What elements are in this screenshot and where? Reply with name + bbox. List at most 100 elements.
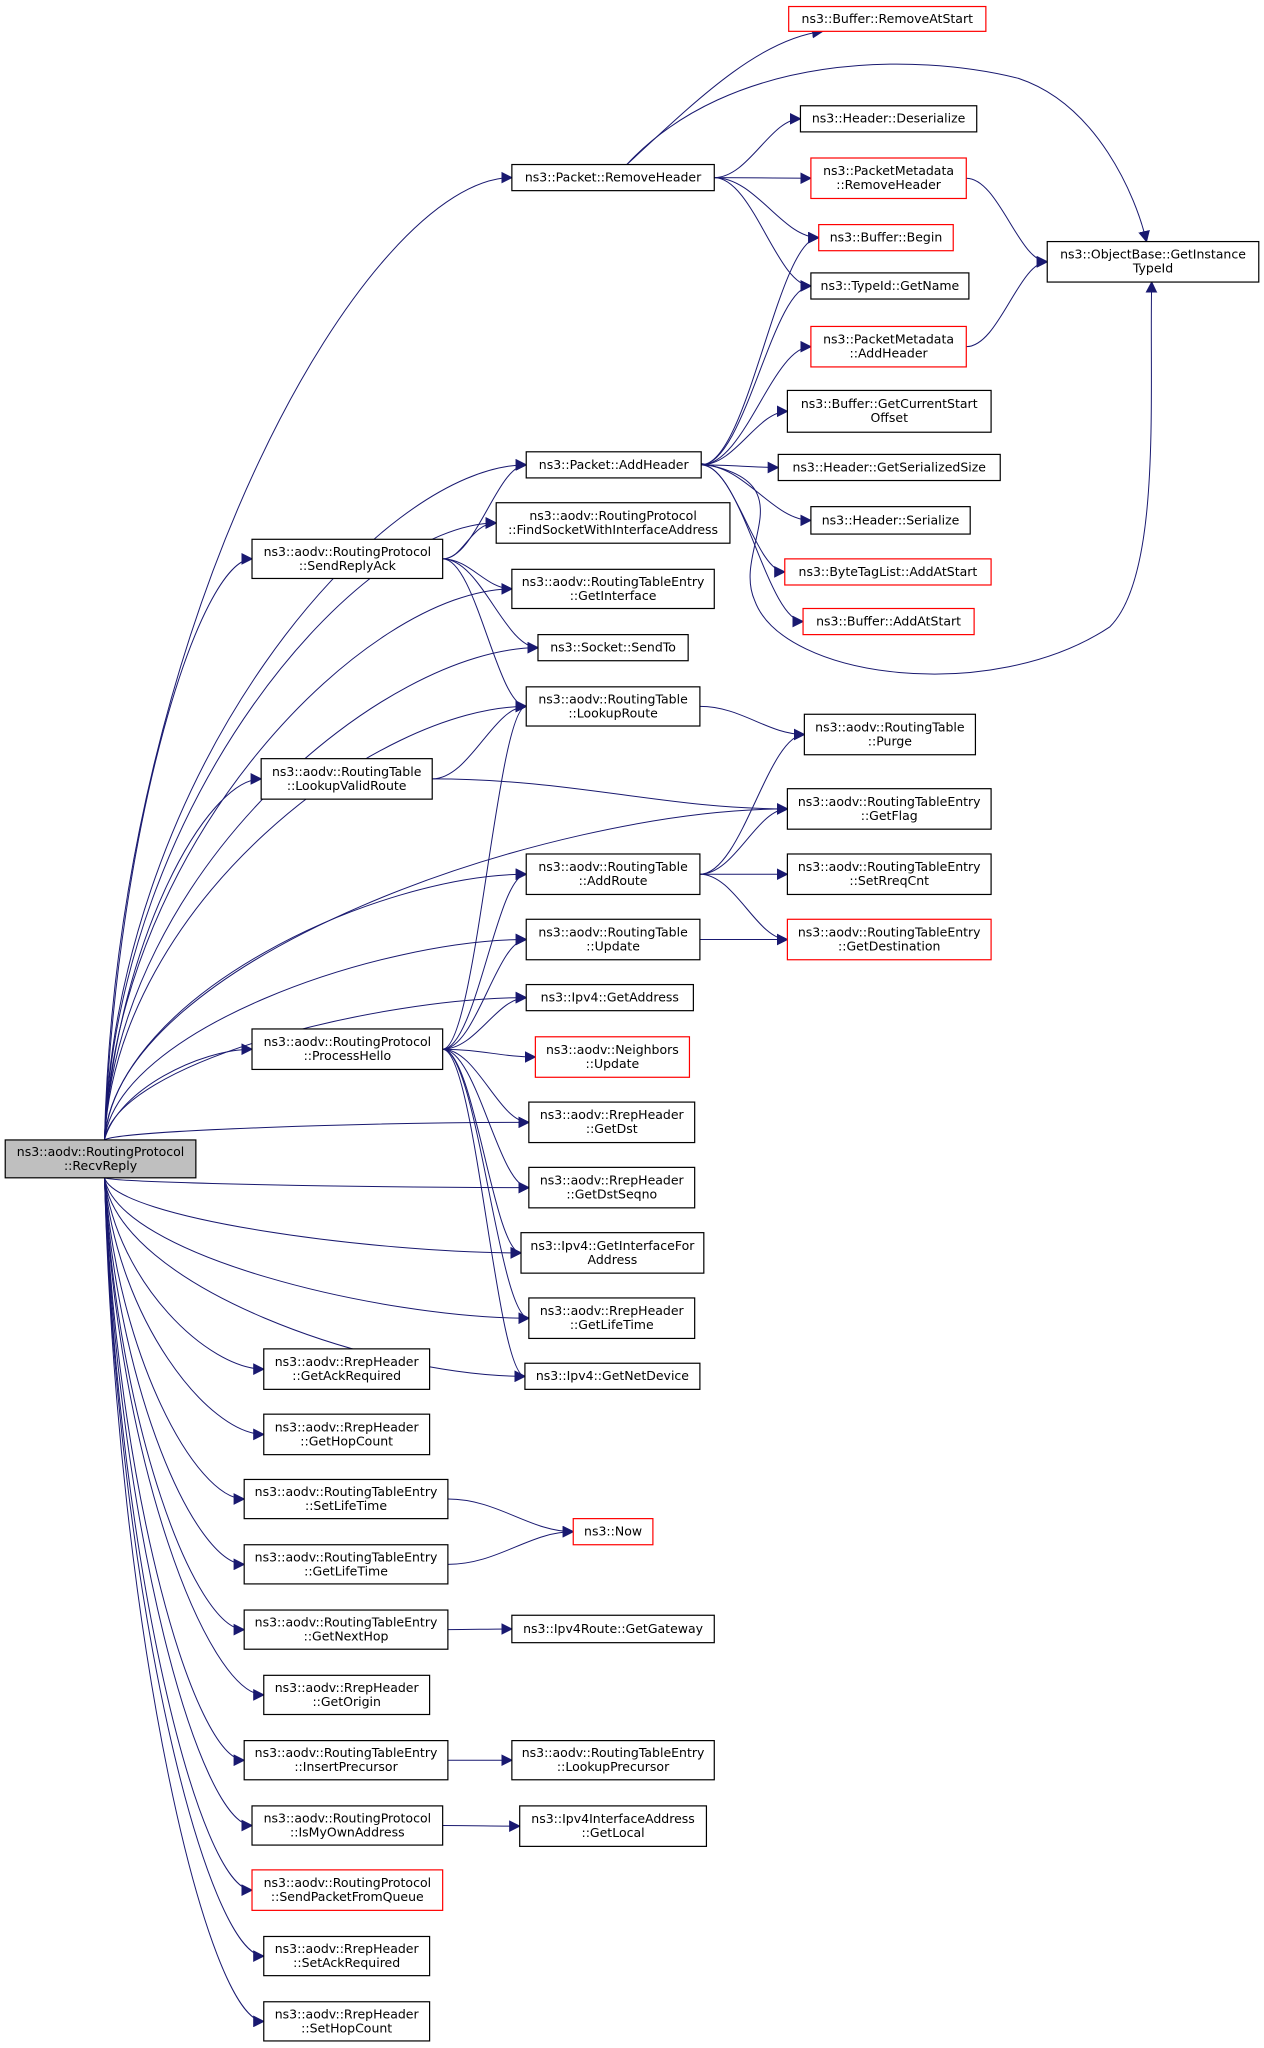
node-findsocketwithinterfaceaddress[interactable]: ns3::aodv::RoutingProtocol::FindSocketWi…	[495, 502, 731, 544]
node-rte-getinterface[interactable]: ns3::aodv::RoutingTableEntry::GetInterfa…	[511, 568, 715, 610]
node-rte-lookupprecursor[interactable]: ns3::aodv::RoutingTableEntry::LookupPrec…	[511, 1740, 715, 1781]
node-rte-insertprecursor[interactable]: ns3::aodv::RoutingTableEntry::InsertPrec…	[243, 1740, 449, 1781]
node-header-deserialize[interactable]: ns3::Header::Deserialize	[799, 105, 978, 133]
node-rte-setlifetime[interactable]: ns3::aodv::RoutingTableEntry::SetLifeTim…	[243, 1478, 449, 1520]
node-box	[495, 502, 731, 544]
node-packet-removeheader[interactable]: ns3::Packet::RemoveHeader	[511, 163, 715, 192]
edge-packet-removeheader-to-buffer-begin	[714, 178, 820, 244]
node-box	[572, 1518, 654, 1546]
edge-rt-addroute-to-rt-purge	[700, 728, 806, 875]
node-label-line: ns3::aodv::RrepHeader	[275, 1419, 420, 1434]
node-box	[243, 1478, 449, 1520]
node-label-line: ns3::ObjectBase::GetInstance	[1060, 247, 1246, 262]
node-box	[528, 1297, 696, 1340]
edge-packetmetadata-addheader-to-objectbase-getinstancetypeid	[966, 255, 1049, 347]
node-ipv4interfaceaddress-getlocal[interactable]: ns3::Ipv4InterfaceAddress::GetLocal	[519, 1805, 708, 1847]
node-rte-getnexthop[interactable]: ns3::aodv::RoutingTableEntry::GetNextHop	[243, 1609, 449, 1650]
node-box	[524, 1362, 701, 1390]
node-ns3-now[interactable]: ns3::Now	[572, 1518, 654, 1546]
node-ismyownaddress[interactable]: ns3::aodv::RoutingProtocol::IsMyOwnAddre…	[251, 1805, 444, 1846]
node-rrep-gethopcount[interactable]: ns3::aodv::RrepHeader::GetHopCount	[263, 1413, 431, 1456]
node-box	[251, 1805, 444, 1846]
node-sendreplyack[interactable]: ns3::aodv::RoutingProtocol::SendReplyAck	[251, 538, 444, 580]
node-box	[525, 983, 694, 1012]
node-buffer-addatstart[interactable]: ns3::Buffer::AddAtStart	[802, 607, 975, 636]
node-typeid-getname[interactable]: ns3::TypeId::GetName	[810, 272, 970, 300]
edge-recvreply-to-rte-getlifetime	[104, 1178, 246, 1571]
node-header-serialize[interactable]: ns3::Header::Serialize	[810, 506, 971, 535]
node-packet-addheader[interactable]: ns3::Packet::AddHeader	[525, 451, 702, 479]
node-rt-update[interactable]: ns3::aodv::RoutingTable::Update	[525, 918, 701, 961]
node-label-line: ::IsMyOwnAddress	[290, 1824, 405, 1839]
node-rrep-getlifetime[interactable]: ns3::aodv::RrepHeader::GetLifeTime	[528, 1297, 696, 1340]
node-rte-getlifetime[interactable]: ns3::aodv::RoutingTableEntry::GetLifeTim…	[243, 1544, 449, 1585]
node-box	[263, 1674, 431, 1716]
edge-packet-addheader-to-buffer-begin	[701, 231, 820, 465]
edge-rt-addroute-to-rte-getflag	[700, 803, 789, 874]
node-ipv4route-getgateway[interactable]: ns3::Ipv4Route::GetGateway	[511, 1614, 715, 1644]
node-rrep-getdst[interactable]: ns3::aodv::RrepHeader::GetDst	[528, 1101, 696, 1144]
node-label-line: ns3::aodv::RrepHeader	[275, 1354, 420, 1369]
edge-recvreply-to-rt-update	[104, 933, 528, 1140]
edge-recvreply-to-sendreplyack	[104, 553, 254, 1140]
node-box	[525, 853, 701, 896]
node-header-getserializedsize[interactable]: ns3::Header::GetSerializedSize	[777, 453, 1001, 482]
node-label-line: ::InsertPrecursor	[294, 1759, 398, 1774]
node-ipv4-getnetdevice[interactable]: ns3::Ipv4::GetNetDevice	[524, 1362, 701, 1390]
edge-recvreply-to-rte-getnexthop	[104, 1178, 246, 1636]
node-rte-setrreqcnt[interactable]: ns3::aodv::RoutingTableEntry::SetRreqCnt	[786, 853, 992, 896]
node-rte-getflag[interactable]: ns3::aodv::RoutingTableEntry::GetFlag	[786, 788, 992, 830]
node-neighbors-update[interactable]: ns3::aodv::Neighbors::Update	[534, 1036, 691, 1078]
nodes: ns3::aodv::RoutingProtocol::RecvReplyns3…	[4, 5, 1260, 2042]
node-bytetaglist-addatstart[interactable]: ns3::ByteTagList::AddAtStart	[784, 558, 992, 586]
node-buffer-begin[interactable]: ns3::Buffer::Begin	[818, 223, 954, 252]
node-label-line: ns3::Buffer::GetCurrentStart	[801, 396, 978, 411]
edge-rt-lookupvalidroute-to-rte-getflag	[432, 779, 789, 815]
node-rrep-getorigin[interactable]: ns3::aodv::RrepHeader::GetOrigin	[263, 1674, 431, 1716]
node-rrep-setackrequired[interactable]: ns3::aodv::RrepHeader::SetAckRequired	[263, 1935, 431, 1977]
node-box	[537, 634, 689, 662]
node-label-line: ::GetInterface	[570, 588, 657, 603]
node-label-line: ::AddHeader	[850, 346, 929, 361]
node-packetmetadata-removeheader[interactable]: ns3::PacketMetadata::RemoveHeader	[810, 157, 967, 200]
node-ipv4-getaddress[interactable]: ns3::Ipv4::GetAddress	[525, 983, 694, 1012]
node-label-line: ns3::aodv::RoutingTableEntry	[255, 1745, 438, 1760]
node-buffer-removeatstart[interactable]: ns3::Buffer::RemoveAtStart	[788, 5, 987, 32]
edge-rt-addroute-to-rte-getdestination	[700, 874, 789, 946]
node-rte-getdestination[interactable]: ns3::aodv::RoutingTableEntry::GetDestina…	[786, 918, 992, 961]
node-rrep-sethopcount[interactable]: ns3::aodv::RrepHeader::SetHopCount	[263, 2001, 431, 2042]
node-label-line: ns3::aodv::RoutingProtocol	[264, 1810, 432, 1825]
node-label-line: TypeId	[1132, 261, 1173, 276]
edge-recvreply-to-rte-insertprecursor	[104, 1178, 246, 1767]
node-label-line: ns3::Header::Serialize	[822, 512, 960, 527]
node-label-line: ns3::TypeId::GetName	[821, 278, 960, 293]
edge-rte-setlifetime-to-ns3-now	[448, 1499, 575, 1538]
node-sendpacketfromqueue[interactable]: ns3::aodv::RoutingProtocol::SendPacketFr…	[251, 1869, 444, 1911]
node-box	[251, 1028, 444, 1071]
node-label-line: ns3::aodv::RrepHeader	[540, 1173, 685, 1188]
node-label-line: ::RecvReply	[64, 1158, 138, 1173]
node-rt-purge[interactable]: ns3::aodv::RoutingTable::Purge	[803, 713, 977, 756]
node-socket-sendto[interactable]: ns3::Socket::SendTo	[537, 634, 689, 662]
node-rt-lookupvalidroute[interactable]: ns3::aodv::RoutingTable::LookupValidRout…	[260, 758, 433, 800]
node-processhello[interactable]: ns3::aodv::RoutingProtocol::ProcessHello	[251, 1028, 444, 1071]
node-recvreply[interactable]: ns3::aodv::RoutingProtocol::RecvReply	[4, 1139, 197, 1179]
node-label-line: ns3::Now	[584, 1524, 642, 1539]
node-label-line: ::SetAckRequired	[293, 1955, 400, 1970]
edge-recvreply-to-rrep-sethopcount	[104, 1178, 265, 2028]
node-rt-addroute[interactable]: ns3::aodv::RoutingTable::AddRoute	[525, 853, 701, 896]
edges	[104, 26, 1158, 2028]
edge-rte-getnexthop-to-ipv4route-getgateway	[448, 1623, 514, 1635]
node-rt-lookuproute[interactable]: ns3::aodv::RoutingTable::LookupRoute	[525, 686, 701, 727]
node-box	[251, 538, 444, 580]
node-rrep-getackrequired[interactable]: ns3::aodv::RrepHeader::GetAckRequired	[263, 1348, 431, 1390]
node-label-line: ::GetLifeTime	[570, 1317, 654, 1332]
node-rrep-getdstseqno[interactable]: ns3::aodv::RrepHeader::GetDstSeqno	[528, 1166, 696, 1209]
node-label-line: ns3::PacketMetadata	[823, 332, 954, 347]
node-packetmetadata-addheader[interactable]: ns3::PacketMetadata::AddHeader	[810, 325, 967, 368]
node-label-line: ns3::aodv::RrepHeader	[540, 1107, 685, 1122]
